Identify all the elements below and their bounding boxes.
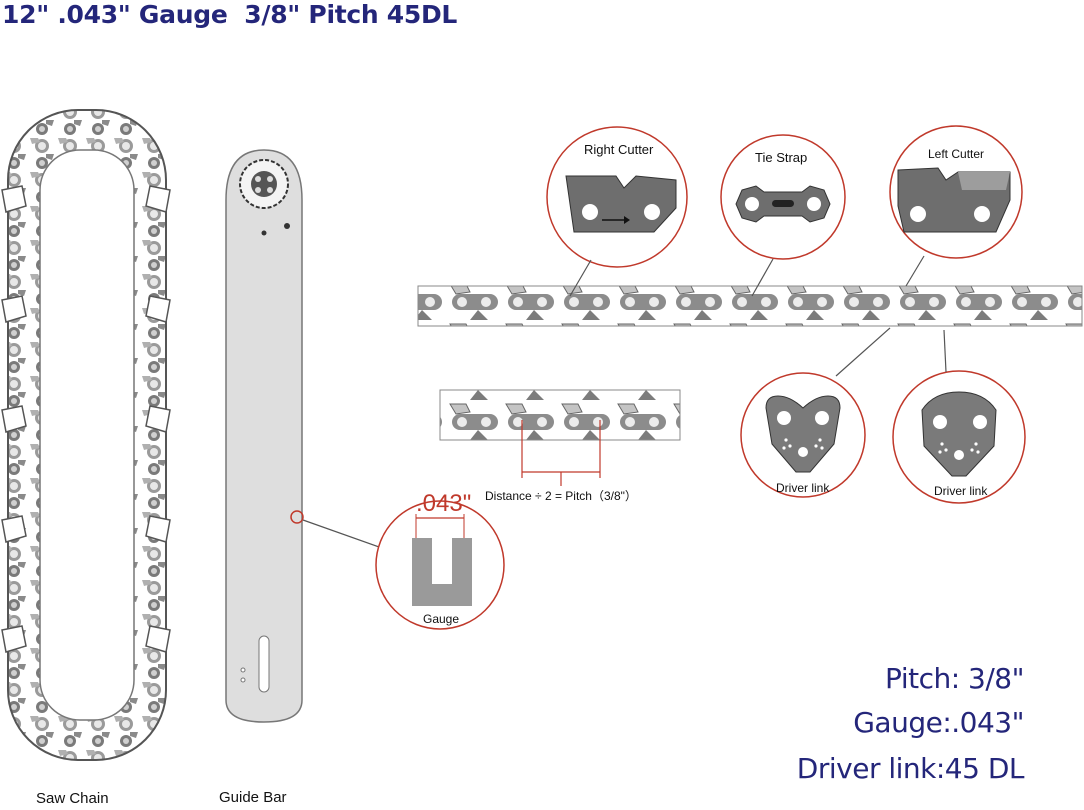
- gauge-value: .043": [416, 490, 472, 517]
- pitch-formula: Distance ÷ 2 = Pitch（3/8"）: [485, 489, 637, 503]
- page-title: 12" .043" Gauge 3/8" Pitch 45DL: [2, 0, 458, 29]
- left-cutter-label: Left Cutter: [928, 147, 985, 161]
- pitch-detail-chain: [439, 389, 681, 486]
- saw-chain-label: Saw Chain: [36, 790, 109, 807]
- spec-driver-link: Driver link:45 DL: [796, 752, 1025, 785]
- guide-bar-label: Guide Bar: [219, 789, 287, 806]
- tie-strap-circle: [720, 134, 846, 297]
- spec-pitch: Pitch: 3/8": [885, 662, 1024, 695]
- right-cutter-circle: [546, 126, 688, 297]
- right-cutter-label: Right Cutter: [584, 142, 654, 157]
- gauge-zoom-circle: [375, 500, 505, 630]
- driver-link-label-2: Driver link: [934, 484, 988, 498]
- driver-link-label-1: Driver link: [776, 481, 830, 495]
- left-cutter-circle: [889, 125, 1023, 287]
- driver-link-circle-2: [892, 329, 1026, 504]
- horizontal-chain: [417, 285, 1083, 327]
- guide-bar: [225, 149, 383, 723]
- gauge-label: Gauge: [423, 612, 460, 626]
- saw-chain-loop: [1, 109, 171, 761]
- tie-strap-label: Tie Strap: [755, 150, 808, 165]
- driver-link-circle-1: [740, 327, 891, 498]
- spec-gauge: Gauge:.043": [853, 706, 1024, 739]
